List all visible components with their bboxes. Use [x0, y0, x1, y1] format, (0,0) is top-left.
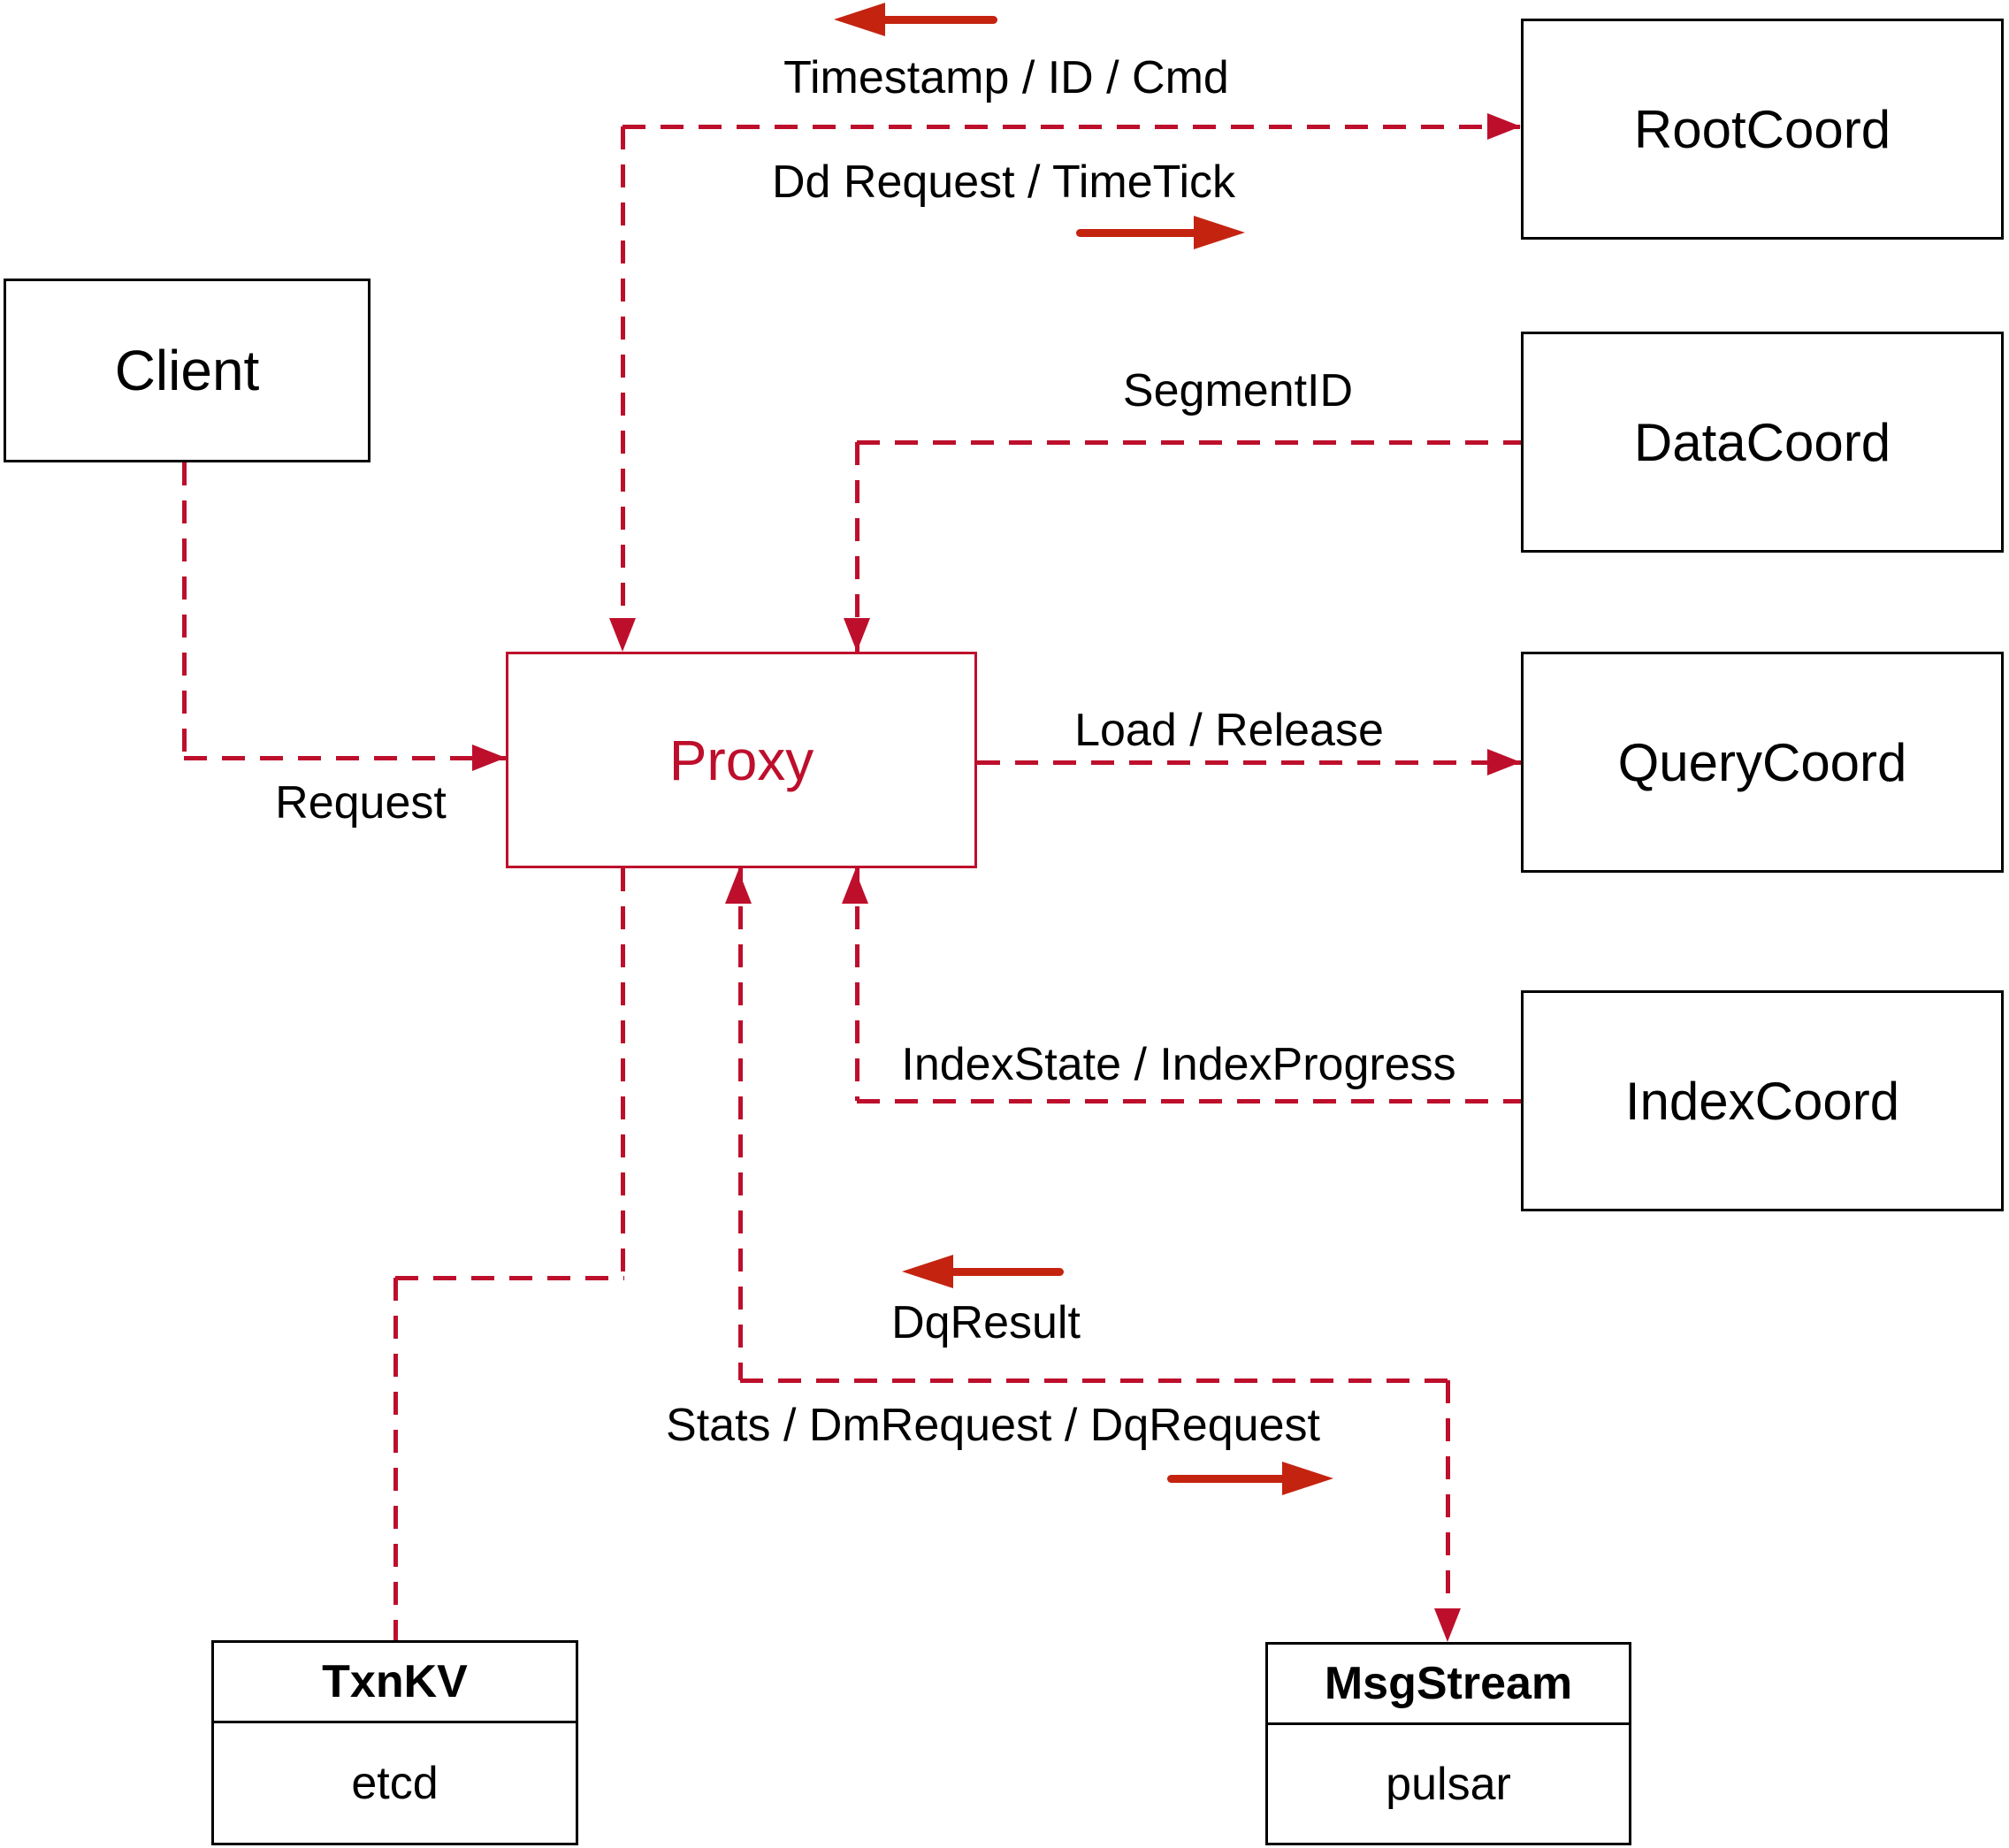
edge-client-proxy-horizontal	[184, 756, 506, 760]
arrowhead-into-proxy-top-left-icon	[609, 618, 636, 652]
label-dd-request-timetick: Dd Request / TimeTick	[771, 157, 1236, 208]
querycoord-node: QueryCoord	[1521, 652, 2004, 873]
msgstream-subtitle: pulsar	[1386, 1758, 1511, 1810]
arrowhead-into-proxy-left-icon	[472, 745, 506, 771]
edge-proxy-msgstream-vertical-lower	[1446, 1380, 1450, 1642]
direction-arrow-right-rootcoord-icon	[1074, 216, 1245, 249]
datacoord-label: DataCoord	[1633, 412, 1891, 472]
label-segmentid: SegmentID	[1122, 365, 1354, 416]
edge-proxy-msgstream-vertical-upper	[738, 868, 743, 1380]
edge-proxy-msgstream-horizontal	[740, 1378, 1448, 1383]
proxy-label: Proxy	[668, 728, 814, 792]
indexcoord-node: IndexCoord	[1521, 990, 2004, 1211]
edge-proxy-querycoord-horizontal	[977, 760, 1521, 765]
edge-datacoord-proxy-horizontal	[857, 440, 1521, 445]
msgstream-title: MsgStream	[1268, 1645, 1629, 1725]
client-node: Client	[4, 279, 370, 462]
label-indexstate-indexprogress: IndexState / IndexProgress	[901, 1039, 1456, 1090]
rootcoord-node: RootCoord	[1521, 19, 2004, 240]
arrowhead-into-proxy-bottom-left-icon	[725, 870, 752, 904]
direction-arrow-left-rootcoord-icon	[834, 3, 999, 36]
edge-proxy-rootcoord-vertical	[621, 126, 625, 652]
arrowhead-into-msgstream-icon	[1434, 1608, 1461, 1642]
edge-indexcoord-proxy-horizontal	[857, 1099, 1521, 1103]
indexcoord-label: IndexCoord	[1624, 1071, 1900, 1131]
arrowhead-into-querycoord-icon	[1487, 749, 1521, 775]
rootcoord-label: RootCoord	[1633, 99, 1891, 159]
edge-proxy-txnkv-vertical-lower	[393, 1278, 398, 1640]
arrowhead-into-rootcoord-icon	[1487, 113, 1521, 140]
msgstream-node: MsgStream pulsar	[1265, 1642, 1631, 1845]
txnkv-node: TxnKV etcd	[211, 1640, 578, 1845]
querycoord-label: QueryCoord	[1617, 732, 1907, 792]
edge-proxy-txnkv-vertical-upper	[621, 868, 625, 1278]
client-label: Client	[114, 339, 260, 402]
label-timestamp-id-cmd: Timestamp / ID / Cmd	[783, 52, 1229, 103]
arrowhead-into-proxy-top-right-icon	[844, 618, 870, 652]
edge-proxy-txnkv-horizontal	[395, 1276, 624, 1280]
direction-arrow-left-dqresult-icon	[902, 1255, 1066, 1288]
edge-indexcoord-proxy-vertical	[855, 868, 859, 1101]
txnkv-subtitle: etcd	[351, 1757, 439, 1809]
edge-proxy-rootcoord-horizontal	[623, 125, 1521, 129]
txnkv-title: TxnKV	[214, 1643, 576, 1723]
edge-datacoord-proxy-vertical	[855, 442, 859, 652]
label-load-release: Load / Release	[1074, 705, 1384, 756]
datacoord-node: DataCoord	[1521, 332, 2004, 553]
label-dqresult: DqResult	[891, 1297, 1081, 1348]
label-request: Request	[275, 777, 447, 829]
proxy-node: Proxy	[506, 652, 977, 868]
edge-client-proxy-vertical	[182, 462, 187, 758]
arrowhead-into-proxy-bottom-right-icon	[842, 870, 868, 904]
label-stats-dmrequest-dqrequest: Stats / DmRequest / DqRequest	[666, 1400, 1320, 1451]
direction-arrow-right-stats-icon	[1165, 1462, 1333, 1495]
